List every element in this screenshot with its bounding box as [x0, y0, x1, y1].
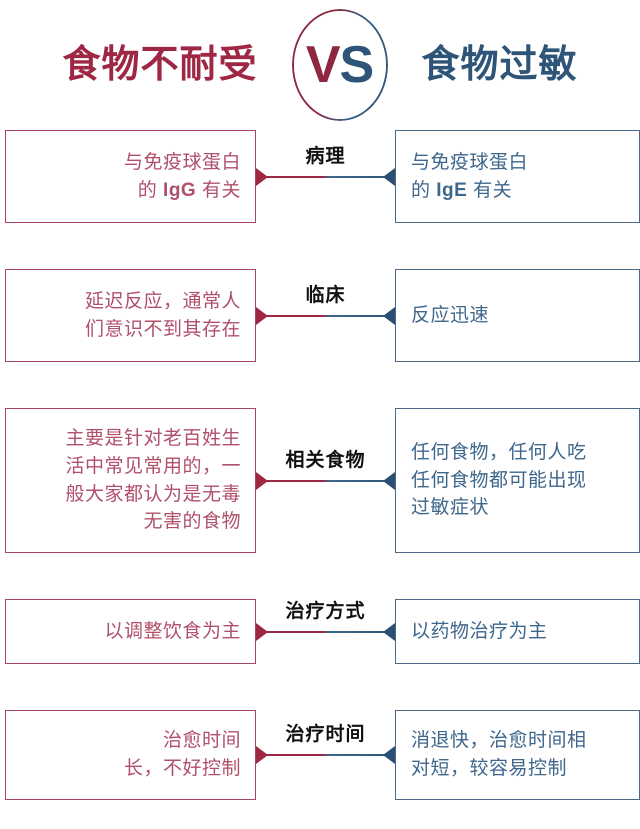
intolerance-cell-text: 治愈时间 长，不好控制: [123, 730, 241, 779]
category-label: 治疗方式: [285, 600, 366, 622]
vs-letter-s: S: [339, 36, 375, 94]
immunoglobulin-token: IgE: [436, 179, 468, 201]
arrow-left-icon: [256, 167, 268, 186]
row-connector: 临床: [256, 269, 395, 362]
arrow-right-icon: [383, 622, 395, 641]
connector-line: [256, 754, 395, 756]
comparison-row: 主要是针对老百姓生 活中常见常用的，一 般大家都认为是无毒 无害的食物 相关食物 任…: [0, 408, 640, 553]
category-label: 治疗时间: [285, 724, 366, 745]
connector-line: [256, 479, 395, 482]
intolerance-cell: 与免疫球蛋白 的 IgG 有关: [5, 130, 256, 223]
arrow-left-icon: [256, 746, 268, 764]
category-label: 病理: [305, 145, 346, 167]
allergy-cell: 任何食物，任何人吃 任何食物都可能出现 过敏症状: [395, 408, 640, 553]
intolerance-cell: 主要是针对老百姓生 活中常见常用的，一 般大家都认为是无毒 无害的食物: [5, 408, 256, 553]
arrow-right-icon: [383, 306, 395, 325]
allergy-cell: 以药物治疗为主: [395, 599, 640, 664]
allergy-cell: 与免疫球蛋白 的 IgE 有关: [395, 130, 640, 223]
arrow-left-icon: [256, 471, 268, 490]
comparison-row: 与免疫球蛋白 的 IgG 有关 病理 与免疫球蛋白 的 IgE 有关: [0, 130, 640, 223]
connector-line: [256, 175, 395, 178]
intolerance-cell-text: 与免疫球蛋白 的 IgG 有关: [123, 151, 241, 201]
allergy-cell: 消退快，治愈时间相 对短，较容易控制: [395, 710, 640, 800]
intolerance-cell: 治愈时间 长，不好控制: [5, 710, 256, 800]
right-side-title: 食物过敏: [421, 44, 578, 86]
intolerance-cell-text: 以调整饮食为主: [104, 620, 241, 642]
arrow-right-icon: [383, 746, 395, 764]
category-label: 相关食物: [285, 449, 366, 471]
category-label: 临床: [305, 284, 346, 306]
connector-line: [256, 314, 395, 317]
intolerance-cell: 延迟反应，通常人 们意识不到其存在: [5, 269, 256, 362]
allergy-cell-text: 反应迅速: [411, 304, 490, 326]
arrow-left-icon: [256, 306, 268, 325]
row-connector: 治疗方式: [256, 599, 395, 664]
row-connector: 相关食物: [256, 408, 395, 553]
allergy-cell-text: 与免疫球蛋白 的 IgE 有关: [411, 151, 529, 201]
comparison-row: 治愈时间 长，不好控制 治疗时间 消退快，治愈时间相 对短，较容易控制: [0, 710, 640, 800]
immunoglobulin-token: IgG: [163, 179, 197, 201]
allergy-cell-text: 任何食物，任何人吃 任何食物都可能出现 过敏症状: [411, 442, 587, 519]
comparison-row: 以调整饮食为主 治疗方式以药物治疗为主: [0, 599, 640, 664]
allergy-cell-text: 以药物治疗为主: [411, 620, 548, 642]
connector-line: [256, 630, 395, 633]
left-side-title: 食物不耐受: [62, 44, 258, 86]
row-connector: 治疗时间: [256, 710, 395, 800]
row-connector: 病理: [256, 130, 395, 223]
intolerance-cell-text: 延迟反应，通常人 们意识不到其存在: [84, 290, 241, 340]
arrow-left-icon: [256, 622, 268, 641]
allergy-cell-text: 消退快，治愈时间相 对短，较容易控制: [411, 730, 587, 779]
arrow-right-icon: [383, 167, 395, 186]
intolerance-cell: 以调整饮食为主: [5, 599, 256, 664]
vs-circle-ring: [291, 9, 388, 121]
comparison-row: 延迟反应，通常人 们意识不到其存在 临床反应迅速: [0, 269, 640, 362]
comparison-rows: 与免疫球蛋白 的 IgG 有关 病理 与免疫球蛋白 的 IgE 有关延迟反应，通常人…: [0, 130, 640, 800]
allergy-cell: 反应迅速: [395, 269, 640, 362]
arrow-right-icon: [383, 471, 395, 490]
intolerance-cell-text: 主要是针对老百姓生 活中常见常用的，一 般大家都认为是无毒 无害的食物: [65, 428, 241, 533]
vs-letter-v: V: [305, 36, 341, 94]
